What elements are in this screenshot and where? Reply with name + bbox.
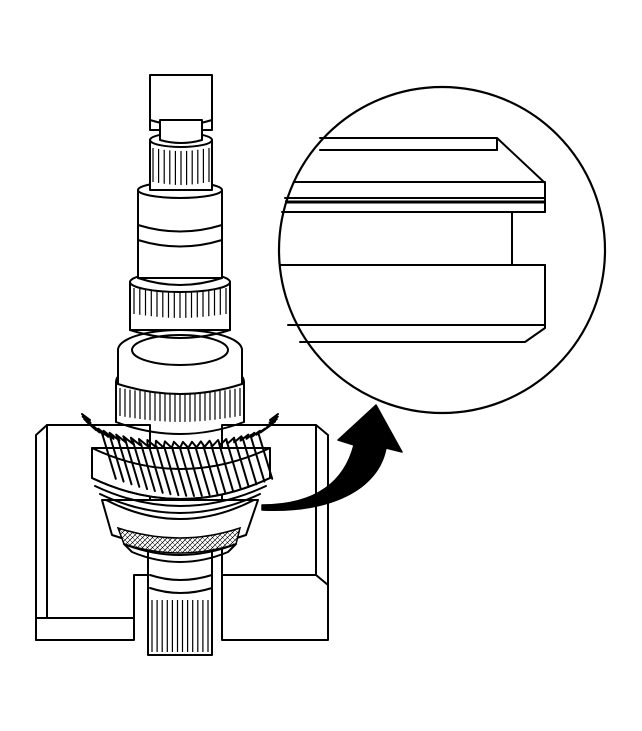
helical-gear [81, 413, 279, 520]
synchronizer-hub [115, 329, 245, 435]
lower-shaft [147, 544, 213, 656]
detail-magnifier [277, 85, 607, 415]
detail-snap-ring-groove [279, 137, 546, 343]
upper-shaft [129, 74, 231, 339]
bearing-sleeve [101, 499, 259, 563]
curved-arrow-icon [261, 404, 403, 511]
